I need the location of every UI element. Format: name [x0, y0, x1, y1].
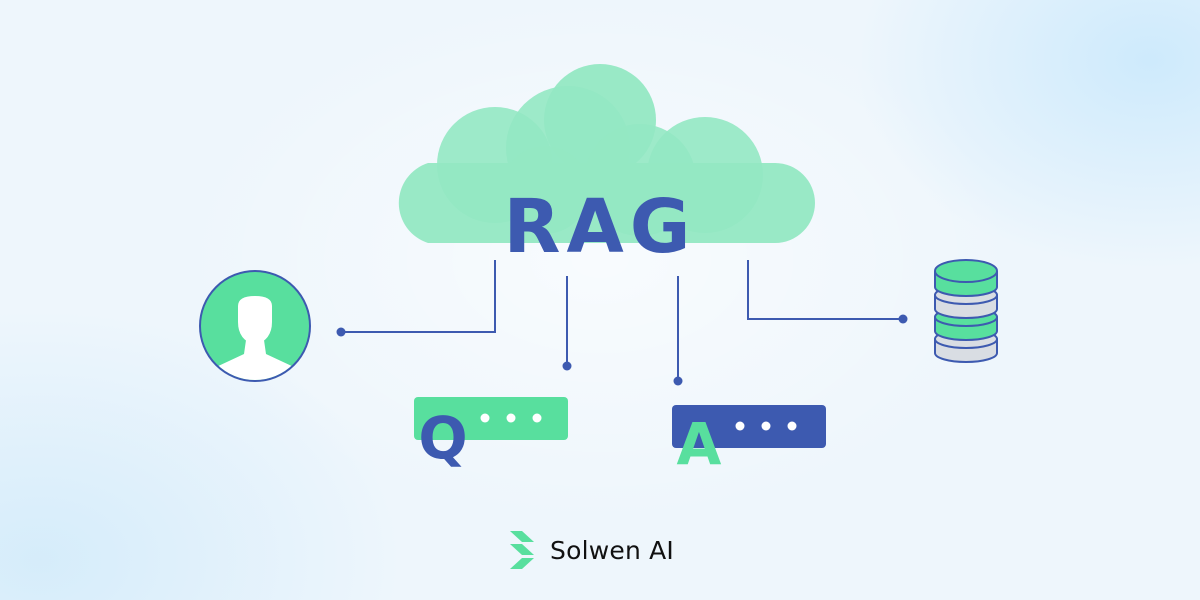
connector-lines	[341, 260, 903, 381]
user-avatar-icon	[199, 270, 311, 382]
connector-user	[341, 260, 496, 333]
answer-bubble-icon: A	[672, 405, 826, 478]
cloud-shape	[398, 64, 815, 243]
question-label: Q	[418, 404, 467, 472]
diagram-title: RAG	[504, 184, 697, 270]
connector-dots	[336, 314, 908, 386]
brand-logo: Solwen AI	[508, 528, 674, 572]
stacked-chevrons-logo-icon	[510, 531, 534, 569]
answer-label: A	[677, 410, 722, 478]
brand-name: Solwen AI	[550, 535, 675, 565]
question-bubble-icon: Q	[414, 397, 568, 472]
database-icon	[934, 259, 998, 363]
connector-database	[747, 260, 903, 320]
